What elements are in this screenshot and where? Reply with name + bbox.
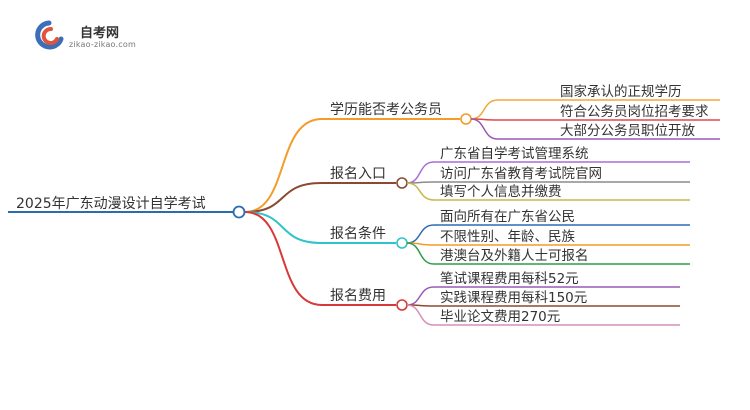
leaf-connector [406, 242, 435, 265]
branch-connector [244, 182, 323, 213]
leaf-label: 毕业论文费用270元 [440, 309, 560, 325]
root-node: 2025年广东动漫设计自学考试 [8, 196, 246, 219]
leaf-label: 不限性别、年龄、民族 [440, 229, 575, 245]
leaf-connector [406, 286, 435, 306]
branch-node [396, 237, 408, 249]
root-label: 2025年广东动漫设计自学考试 [16, 196, 206, 212]
leaf-label: 访问广东省教育考试院官网 [440, 166, 602, 182]
leaf-connector [470, 99, 499, 120]
leaf-connector [406, 161, 435, 184]
leaf-label: 笔试课程费用每科52元 [440, 271, 579, 287]
leaf-label: 符合公务员岗位招考要求 [560, 104, 709, 120]
leaf-label: 广东省自学考试管理系统 [440, 146, 589, 162]
leaf-connector [406, 224, 435, 244]
leaf-label: 大部分公务员职位开放 [560, 123, 695, 139]
leaf-label: 港澳台及外籍人士可报名 [440, 247, 589, 264]
branch-connector [244, 211, 323, 244]
root-node-circle [232, 205, 246, 219]
logo-title: 自考网 [80, 26, 120, 41]
branch-label: 报名入口 [330, 166, 386, 182]
branch-node [396, 177, 408, 189]
logo: 自考网 zikao-zikao.com [32, 20, 142, 52]
logo-icon [35, 20, 64, 50]
branch-label: 报名条件 [330, 225, 386, 242]
leaf-label: 填写个人信息并缴费 [440, 183, 562, 200]
branch-node [396, 299, 408, 311]
leaf-connector [406, 304, 435, 326]
branch-connector [244, 118, 323, 213]
leaf-label: 面向所有在广东省公民 [440, 209, 575, 225]
branch-node [460, 113, 472, 125]
leaf-label: 实践课程费用每科150元 [440, 290, 587, 306]
branch-label: 学历能否考公务员 [330, 102, 442, 118]
leaf-connector [470, 118, 499, 140]
branch-connector [244, 211, 323, 306]
branch-label: 报名费用 [330, 288, 386, 304]
leaf-label: 国家承认的正规学历 [560, 83, 682, 100]
leaf-connector [406, 182, 435, 201]
logo-subtitle: zikao-zikao.com [69, 40, 136, 49]
